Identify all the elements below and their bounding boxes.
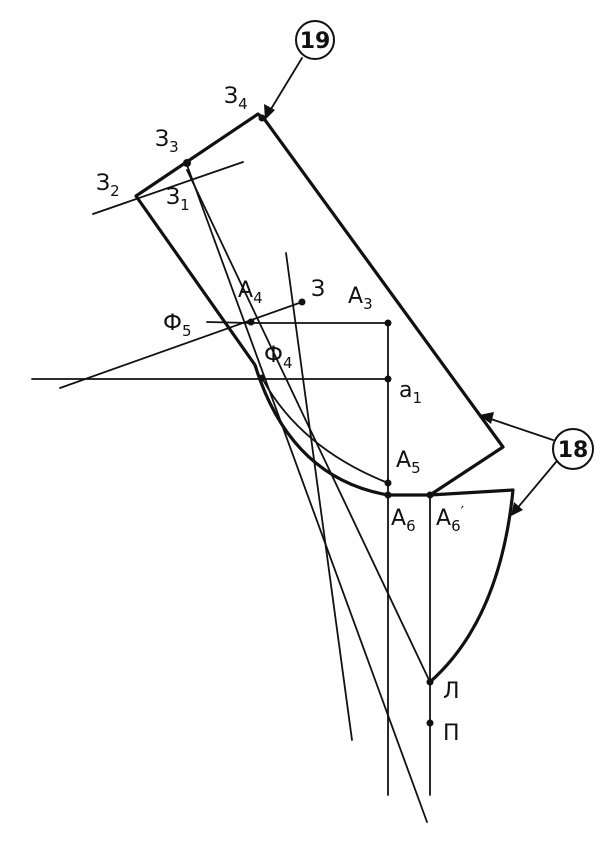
callout-19-text: 19 — [300, 29, 331, 54]
callout-19-circle — [295, 20, 335, 60]
point-z — [298, 298, 306, 306]
point-z4 — [258, 114, 266, 122]
point-l — [426, 678, 434, 686]
piece-19-outline — [134, 112, 505, 497]
label-a5: А5 — [396, 448, 421, 477]
line-z-to-a1 — [59, 301, 303, 389]
label-a6: А6 — [391, 506, 416, 535]
callout-19: 19 — [264, 20, 335, 120]
point-a6 — [384, 491, 392, 499]
curve-inner-a5 — [261, 377, 389, 484]
point-z1 — [183, 159, 191, 167]
callout-18-circle — [552, 428, 594, 470]
label-z: З — [311, 277, 325, 302]
label-a6-prime: А6′ — [436, 503, 465, 535]
callout-19-leader — [267, 57, 303, 115]
point-a4 — [247, 318, 255, 326]
label-z4: З4 — [224, 84, 248, 113]
line-vertical-through-f4 — [285, 252, 353, 741]
callout-18-leader-lower — [514, 461, 557, 512]
point-f4 — [258, 374, 266, 382]
point-a6-prime — [426, 491, 434, 499]
construction-lines — [31, 161, 431, 823]
point-a3 — [384, 319, 392, 327]
label-z3: З3 — [155, 127, 179, 156]
line-tangent-z2 — [92, 161, 244, 215]
point-a1 — [384, 375, 392, 383]
point-a5 — [384, 479, 392, 487]
callout-18-arrowhead-upper — [479, 412, 494, 424]
label-a1: а1 — [399, 378, 422, 407]
main-contours — [134, 112, 515, 684]
points — [183, 114, 434, 727]
label-f5: Ф5 — [163, 311, 192, 340]
callout-18-arrowhead-lower — [511, 502, 523, 516]
piece-18-outline — [428, 488, 515, 684]
point-p — [426, 719, 434, 727]
label-a3: А3 — [348, 284, 373, 313]
line-diagonal-from-z1-to-l — [186, 169, 431, 683]
point-labels: З4 З3 З2 З1 З А4 А3 Ф5 Ф4 а1 А5 А6 А6′ Л… — [96, 84, 465, 746]
label-f4: Ф4 — [264, 343, 293, 372]
callout-18: 18 — [479, 412, 594, 516]
callout-18-leader-upper — [484, 416, 554, 441]
label-z2: З2 — [96, 171, 120, 200]
callout-18-text: 18 — [558, 438, 589, 463]
line-diagonal-from-z1-long — [186, 164, 428, 823]
label-z1: З1 — [166, 185, 190, 214]
label-l: Л — [443, 679, 460, 704]
label-a4: А4 — [238, 278, 263, 307]
line-f5-leader — [206, 321, 251, 324]
label-p: П — [443, 721, 460, 746]
callout-19-arrowhead — [264, 104, 275, 120]
